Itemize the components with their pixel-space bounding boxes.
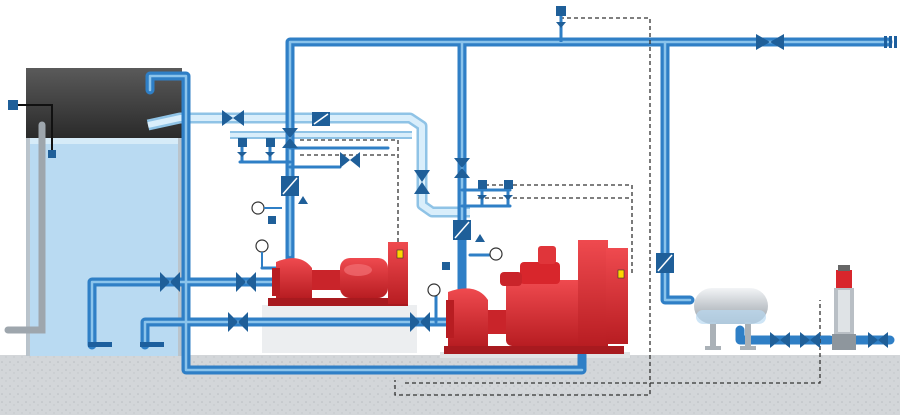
ground	[0, 355, 900, 415]
pressure-switch-icon	[265, 138, 275, 162]
diesel-slab	[440, 352, 630, 358]
valve-icon	[800, 332, 820, 348]
check-valves	[281, 112, 674, 273]
check-valve-icon	[312, 112, 330, 126]
pressure-gauge-icon	[255, 239, 269, 268]
isolation-valves	[160, 34, 888, 348]
valve-icon	[770, 332, 790, 348]
pipe-ends	[88, 36, 897, 347]
check-valve-icon	[656, 253, 674, 273]
check-valve-icon	[281, 176, 299, 196]
pressure-switch-icon	[477, 180, 487, 206]
valve-icon	[228, 312, 248, 332]
valve-icon	[236, 272, 256, 292]
valve-icon	[756, 34, 784, 50]
pressure-gauge-icon	[427, 283, 441, 297]
valve-icon	[160, 272, 180, 292]
pressure-switch-icon	[503, 180, 513, 206]
valve-icon	[282, 128, 298, 148]
diesel-controller	[606, 248, 628, 344]
flow-marker-icon	[475, 234, 485, 242]
pressure-switch-icon	[556, 6, 566, 42]
pressure-vessel	[694, 288, 768, 350]
check-valve-icon	[453, 220, 471, 240]
pump-slab	[262, 305, 417, 353]
test-return-pipes	[146, 112, 470, 218]
valve-icon	[410, 312, 430, 332]
sensor-icon	[442, 262, 450, 270]
valve-icon	[340, 152, 360, 168]
electric-pump	[268, 242, 408, 306]
jockey-pump	[832, 265, 856, 350]
sensor-icon	[268, 216, 276, 224]
valve-icon	[414, 170, 430, 194]
level-sensor-icon	[8, 100, 18, 110]
valve-icon	[454, 158, 470, 178]
flow-marker-icon	[298, 196, 308, 204]
valve-icon	[868, 332, 888, 348]
pressure-gauge-icon	[251, 201, 282, 215]
pressure-gauge-icon	[489, 247, 503, 261]
instruments	[237, 6, 566, 297]
pressure-switch-icon	[237, 138, 247, 162]
valve-icon	[222, 110, 244, 126]
control-lines	[300, 17, 821, 396]
diesel-pump	[444, 240, 628, 354]
